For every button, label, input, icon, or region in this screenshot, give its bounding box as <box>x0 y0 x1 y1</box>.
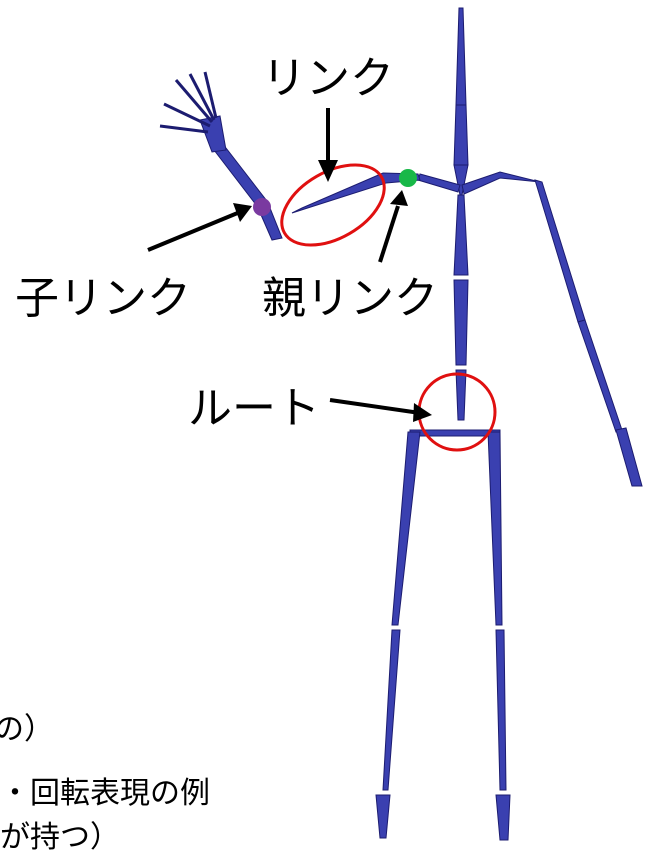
parent-link-arrowhead <box>390 190 408 206</box>
parent-joint-dot <box>399 169 417 187</box>
parent-link-arrow <box>378 205 400 263</box>
pelvis-bone <box>455 369 467 421</box>
right-forearm <box>577 319 623 433</box>
right-shin <box>495 629 507 791</box>
right-upper-arm <box>534 179 586 323</box>
left-thigh <box>391 431 421 626</box>
child-link-arrow <box>147 210 241 252</box>
left-fingers <box>159 71 218 134</box>
child-link-label: 子リンク <box>15 273 191 324</box>
spine-bone-upper <box>453 194 469 276</box>
cut-text-line1: の） <box>0 712 54 747</box>
spine-bone-lower <box>453 279 469 366</box>
left-clavicle <box>417 173 461 193</box>
skeleton-figure <box>159 7 643 841</box>
child-link-arrowhead <box>233 203 252 222</box>
right-thigh <box>487 431 503 626</box>
root-arrow <box>329 398 421 415</box>
right-hand <box>615 427 643 487</box>
link-highlight-ellipse <box>280 163 386 247</box>
annotation-arrows <box>147 108 432 422</box>
left-hand <box>199 115 227 153</box>
root-label: ルート <box>188 383 320 434</box>
root-arrowhead <box>413 403 432 422</box>
neck-bone <box>453 104 469 166</box>
right-foot <box>495 794 511 841</box>
head-bone <box>455 7 467 106</box>
link-arrowhead <box>318 160 338 182</box>
left-shin <box>382 629 401 791</box>
cut-text-line2: ・回転表現の例 <box>0 776 210 811</box>
left-foot <box>375 794 391 839</box>
link-label: リンク <box>262 53 394 104</box>
cut-text-line3: が持つ） <box>0 820 120 855</box>
parent-link-label: 親リンク <box>262 273 438 324</box>
child-joint-dot <box>253 198 271 216</box>
right-clavicle <box>461 171 541 195</box>
